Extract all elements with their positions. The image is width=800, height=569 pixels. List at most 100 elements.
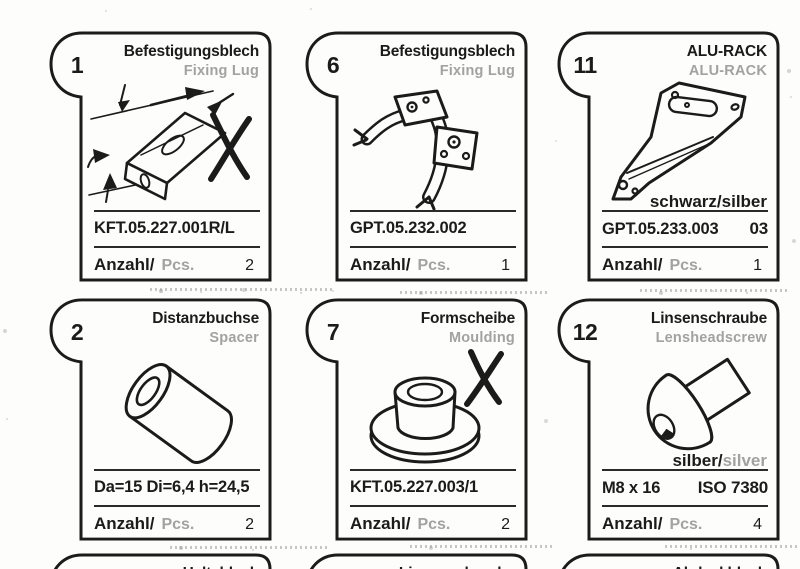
quantity-label-english: Pcs. [669, 516, 703, 533]
part-code-suffix: ISO 7380 [697, 478, 768, 497]
quantity-value: 2 [245, 516, 254, 533]
part-title-german: Abdeckblech [673, 565, 767, 569]
rack-plate-drawing [611, 81, 746, 201]
card-outline [309, 553, 528, 569]
card-footer: Da=15 Di=6,4 h=24,5 Anzahl/ Pcs. 2 [94, 469, 260, 537]
quantity-label-german: Anzahl/ [350, 514, 411, 533]
part-title-german: Befestigungsblech [123, 43, 259, 60]
part-title-english: Fixing Lug [183, 63, 259, 79]
part-title-german: Formscheibe [420, 310, 515, 327]
part-title-english: Fixing Lug [439, 63, 515, 79]
part-title-english: Moulding [448, 330, 515, 346]
part-drawing-slot [81, 74, 270, 214]
part-title-german: Befestigungsblech [379, 43, 515, 60]
scan-noise-strip [400, 291, 550, 294]
part-code: M8 x 16 [602, 479, 661, 497]
part-number-badge: 6 [326, 52, 340, 78]
quantity-line: Anzahl/ Pcs. 2 [94, 246, 260, 278]
card-footer: GPT.05.232.002 Anzahl/ Pcs. 1 [350, 210, 516, 278]
quantity-label-english: Pcs. [417, 516, 451, 533]
part-number-badge: 7 [326, 319, 340, 345]
part-title-english: ALU-RACK [688, 63, 767, 79]
color-variant-label: silber/silver [672, 451, 767, 471]
part-code: GPT.05.233.003 [602, 220, 719, 238]
card-outline [561, 553, 780, 569]
scan-noise-strip [410, 545, 555, 548]
scan-noise-strip [665, 545, 800, 548]
quantity-label-english: Pcs. [161, 257, 195, 274]
quantity-label-german: Anzahl/ [350, 255, 411, 274]
part-number-badge: 2 [70, 319, 84, 345]
part-card: 7 Formscheibe Moulding KFT.05.227.003/1 … [304, 297, 530, 542]
quantity-label-english: Pcs. [669, 257, 703, 274]
quantity-line: Anzahl/ Pcs. 1 [350, 246, 516, 278]
quantity-line: Anzahl/ Pcs. 4 [602, 505, 768, 537]
part-code: GPT.05.232.002 [350, 219, 467, 237]
quantity-value: 2 [245, 257, 254, 274]
part-number-badge: 11 [573, 52, 597, 78]
quantity-label-english: Pcs. [161, 516, 195, 533]
quantity-label-german: Anzahl/ [94, 255, 155, 274]
scan-noise-strip [170, 546, 330, 549]
card-outline [305, 31, 528, 282]
screw-drawing [646, 357, 751, 451]
quantity-line: Anzahl/ Pcs. 2 [350, 505, 516, 537]
quantity-line: Anzahl/ Pcs. 2 [94, 505, 260, 537]
part-code: KFT.05.227.003/1 [350, 478, 478, 496]
angle-bracket-drawing [86, 84, 252, 203]
part-code: Da=15 Di=6,4 h=24,5 [94, 478, 250, 496]
quantity-value: 4 [753, 516, 762, 533]
part-code-line: GPT.05.232.002 [350, 210, 516, 246]
part-card: 6 Befestigungsblech Fixing Lug GPT.05.23… [304, 30, 530, 283]
flat-bracket-drawing [352, 89, 478, 211]
crossed-out-mark [463, 349, 504, 407]
card-footer: KFT.05.227.003/1 Anzahl/ Pcs. 2 [350, 469, 516, 537]
crossed-out-mark [207, 112, 252, 182]
part-title-english: Spacer [209, 330, 259, 346]
part-title-german: Distanzbuchse [152, 310, 259, 327]
part-drawing-slot [337, 74, 526, 214]
part-number-badge: 1 [70, 52, 84, 78]
part-card: 1 Befestigungsblech Fixing Lug KFT.05. [48, 30, 274, 283]
card-footer: GPT.05.233.003 03 Anzahl/ Pcs. 1 [602, 210, 768, 278]
part-drawing-slot [589, 74, 778, 214]
variant-primary: schwarz/silber [649, 192, 767, 211]
part-code-line: GPT.05.233.003 03 [602, 210, 768, 246]
part-title-german: Linsenschraube [650, 310, 767, 327]
part-drawing-slot [81, 341, 270, 481]
moulding-drawing [369, 349, 504, 464]
card-footer: M8 x 16 ISO 7380 Anzahl/ Pcs. 4 [602, 469, 768, 537]
card-outline [53, 553, 272, 569]
quantity-label-german: Anzahl/ [94, 514, 155, 533]
variant-secondary: silver [722, 451, 767, 470]
quantity-value: 1 [753, 257, 762, 274]
part-title-german: ALU-RACK [686, 43, 767, 60]
color-variant-label: schwarz/silber [650, 192, 767, 212]
part-code-line: KFT.05.227.001R/L [94, 210, 260, 246]
part-code-line: KFT.05.227.003/1 [350, 469, 516, 505]
scan-noise-speckles [0, 0, 2, 2]
variant-primary: silber/ [672, 451, 723, 470]
part-card: Abdeckblech Anzahl/ Pcs. [556, 552, 782, 569]
part-card: Linsenschraube Anzahl/ Pcs. [304, 552, 530, 569]
part-number-badge: 12 [572, 319, 598, 345]
part-card: Halteblech Anzahl/ Pcs. [48, 552, 274, 569]
part-title-german: Linsenschraube [399, 565, 515, 569]
part-title-german: Halteblech [183, 565, 260, 569]
part-card: 12 Linsenschraube Lensheadscrew silber/s… [556, 297, 782, 542]
part-card: 2 Distanzbuchse Spacer Da=15 Di=6,4 h=24… [48, 297, 274, 542]
part-code-suffix: 03 [749, 219, 768, 238]
scan-noise-strip [640, 289, 790, 292]
card-footer: KFT.05.227.001R/L Anzahl/ Pcs. 2 [94, 210, 260, 278]
quantity-value: 2 [501, 516, 510, 533]
quantity-value: 1 [501, 257, 510, 274]
part-code-line: M8 x 16 ISO 7380 [602, 469, 768, 505]
part-code-line: Da=15 Di=6,4 h=24,5 [94, 469, 260, 505]
part-drawing-slot [589, 341, 778, 481]
quantity-label-german: Anzahl/ [602, 514, 663, 533]
part-code: KFT.05.227.001R/L [94, 219, 235, 237]
spacer-drawing [124, 363, 233, 464]
part-title-english: Lensheadscrew [655, 330, 767, 346]
quantity-label-german: Anzahl/ [602, 255, 663, 274]
